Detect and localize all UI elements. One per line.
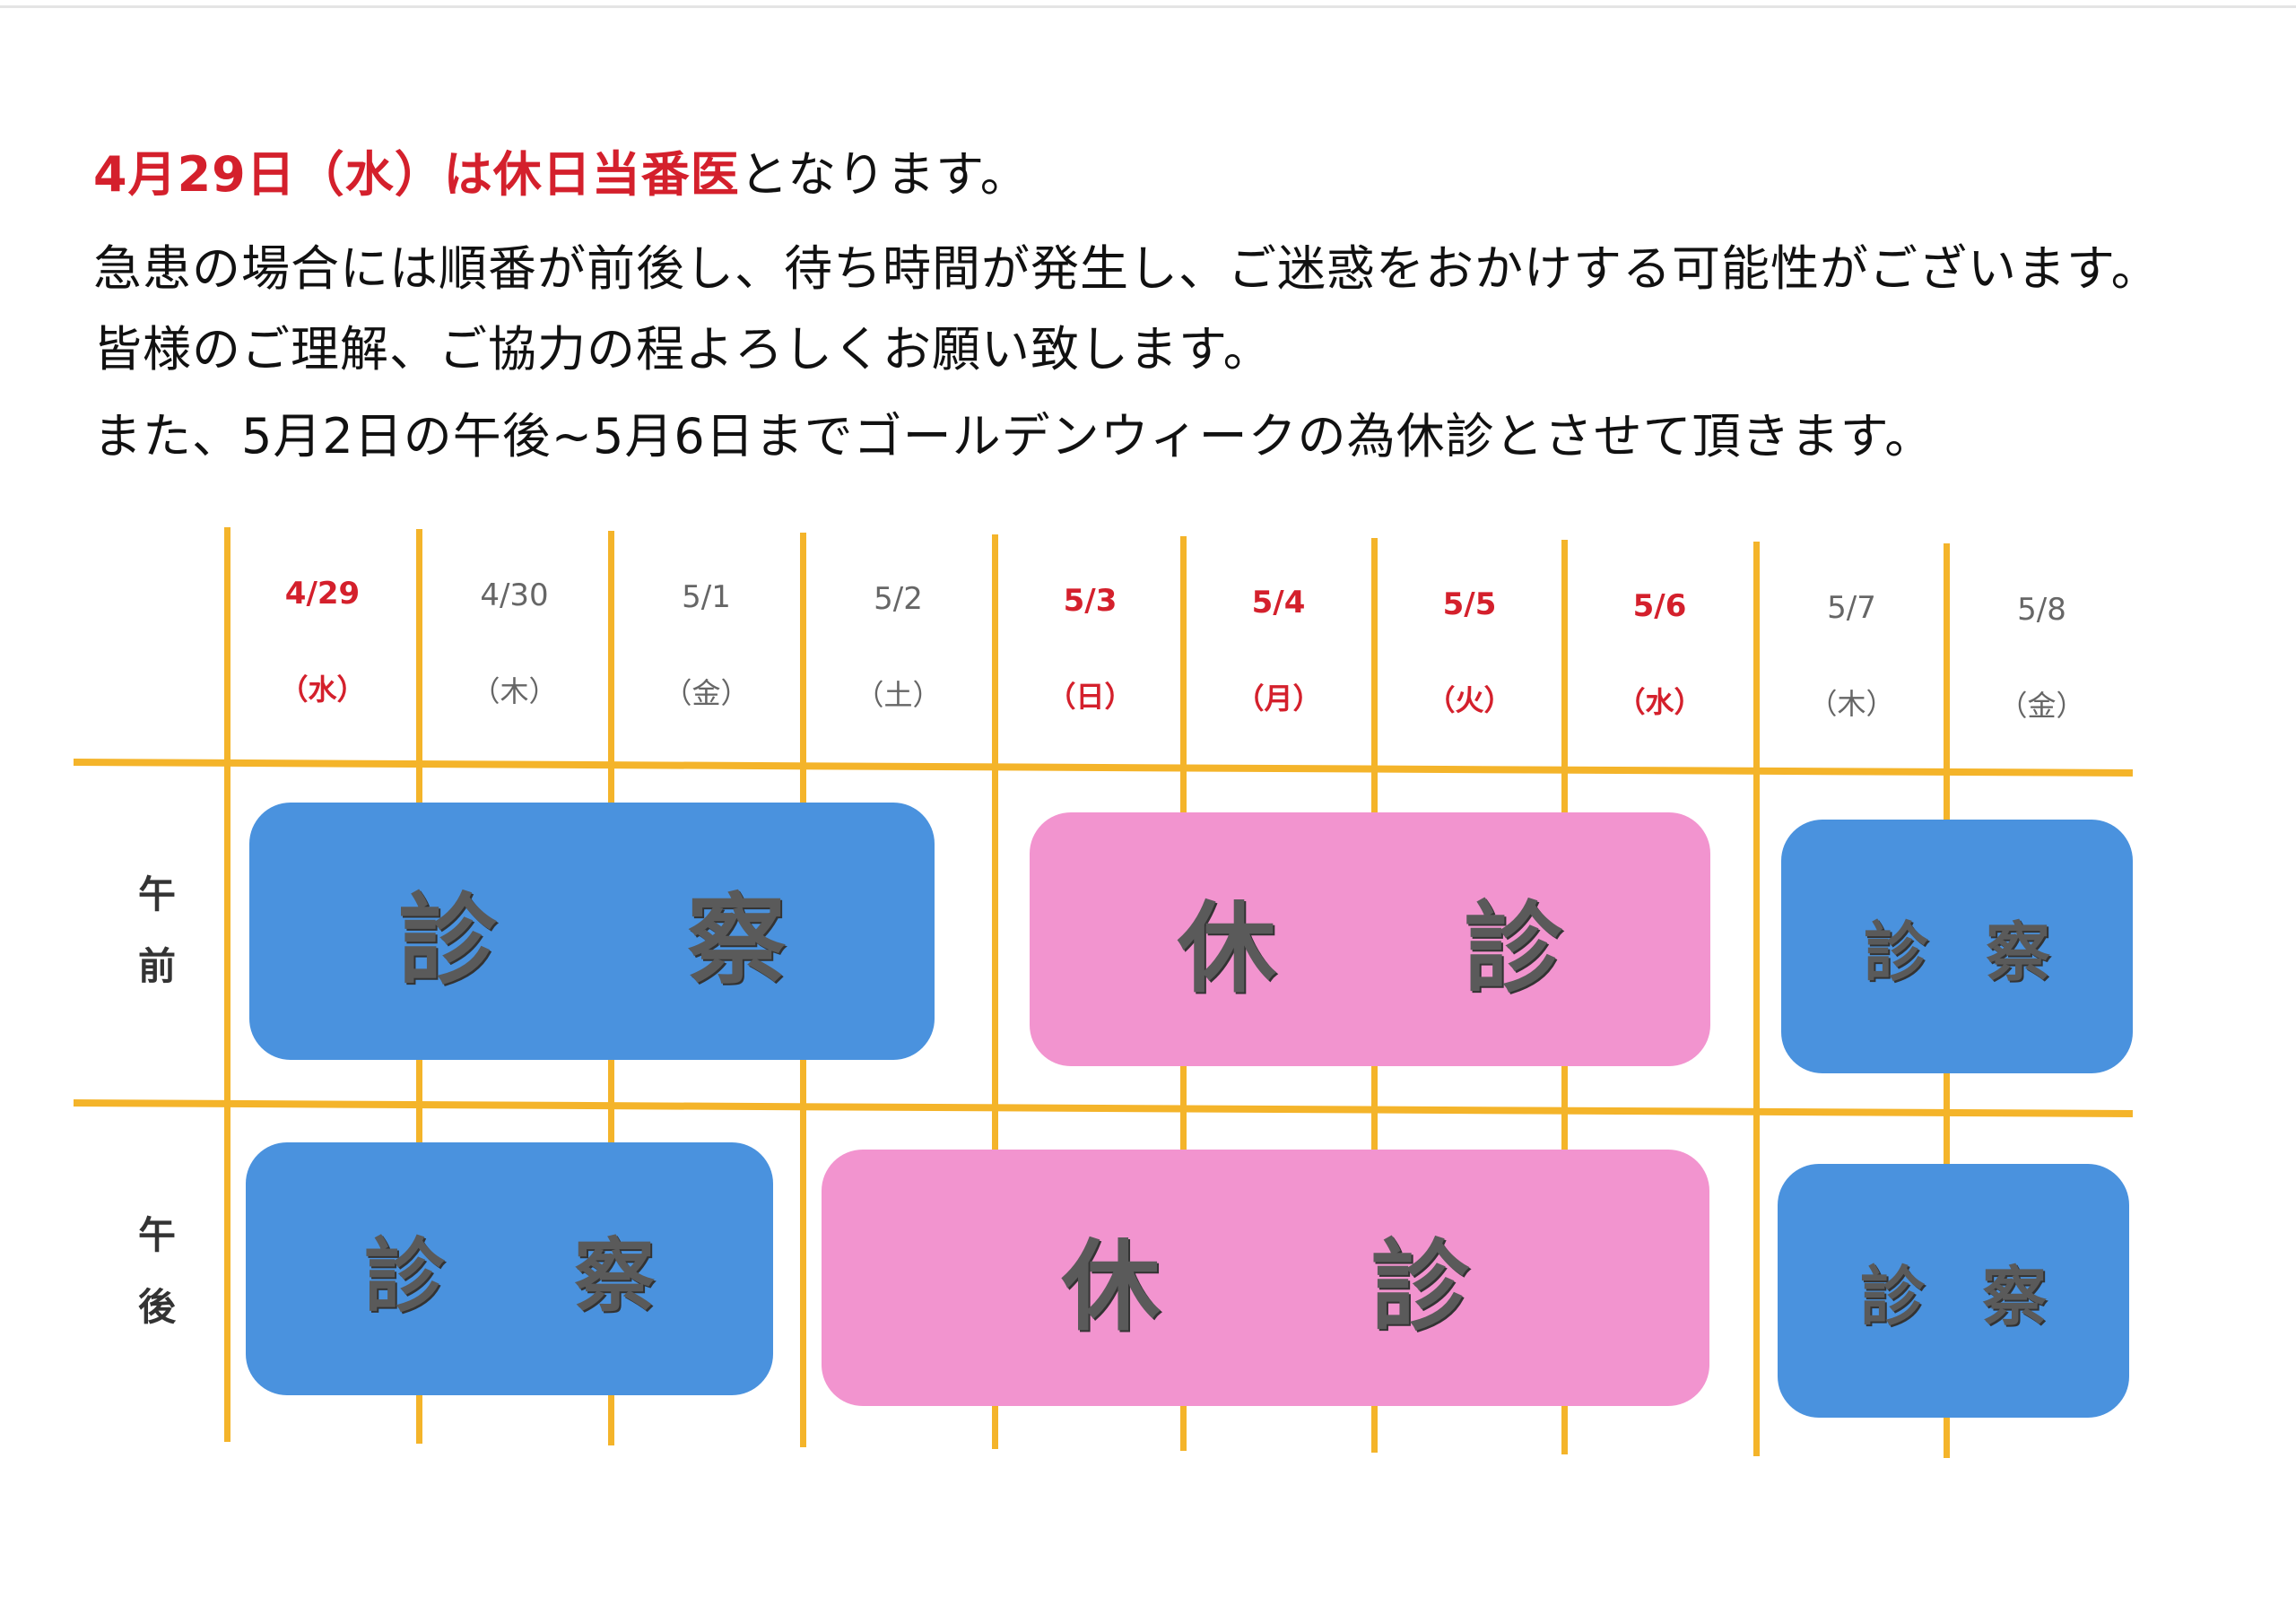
day-date: 5/3 [1063, 583, 1118, 619]
row-label-am: 午前 [137, 872, 176, 988]
pm-open-block-2: 診察 [1778, 1164, 2129, 1418]
notice-line-4: また、5月2日の午後~5月6日までゴールデンウィークの為休診とさせて頂きます。 [93, 408, 1935, 464]
day-weekday: （火） [1426, 683, 1513, 717]
day-weekday: （金） [1998, 689, 2085, 723]
day-date: 5/5 [1442, 586, 1497, 622]
notice-line-1-rest: となります。 [739, 146, 1030, 203]
day-date: 5/1 [682, 579, 731, 615]
row-label-pm: 午後 [137, 1213, 176, 1329]
grid-column-line [1753, 542, 1760, 1456]
grid-line-midday [73, 1099, 2133, 1118]
day-weekday: （月） [1235, 681, 1322, 716]
day-date: 4/29 [284, 576, 361, 612]
grid-column-line [224, 527, 230, 1442]
notice-line-1: 4月29日（水）は休日当番医となります。 [93, 135, 1030, 205]
day-weekday: （木） [471, 674, 558, 708]
day-date: 5/7 [1827, 590, 1876, 626]
day-weekday: （木） [1808, 687, 1895, 721]
notice-line-2: 急患の場合には順番が前後し、待ち時間が発生し、ご迷惑をおかけする可能性がございま… [93, 240, 2161, 297]
pm-open-block: 診察 [246, 1142, 773, 1395]
day-weekday: （日） [1047, 680, 1134, 714]
scan-edge [0, 5, 2296, 8]
am-open-block: 診察 [249, 803, 935, 1060]
day-date: 5/4 [1251, 585, 1306, 621]
duty-day-highlight: 4月29日（水）は休日当番医 [93, 146, 740, 203]
day-weekday: （金） [663, 676, 750, 710]
am-closed-block: 休診 [1030, 812, 1710, 1066]
day-weekday: （水） [1616, 685, 1703, 719]
day-date: 4/30 [480, 577, 549, 613]
day-date: 5/2 [874, 581, 923, 617]
day-date: 5/8 [2017, 592, 2066, 628]
pm-closed-block: 休診 [822, 1150, 1709, 1406]
am-open-block-2: 診察 [1781, 820, 2133, 1073]
day-weekday: （土） [855, 678, 942, 712]
notice-line-3: 皆様のご理解、ご協力の程よろしくお願い致します。 [93, 321, 1273, 378]
grid-column-line [992, 534, 998, 1449]
day-date: 5/6 [1632, 588, 1687, 624]
grid-line-header [73, 759, 2133, 777]
day-weekday: （水） [279, 673, 366, 707]
